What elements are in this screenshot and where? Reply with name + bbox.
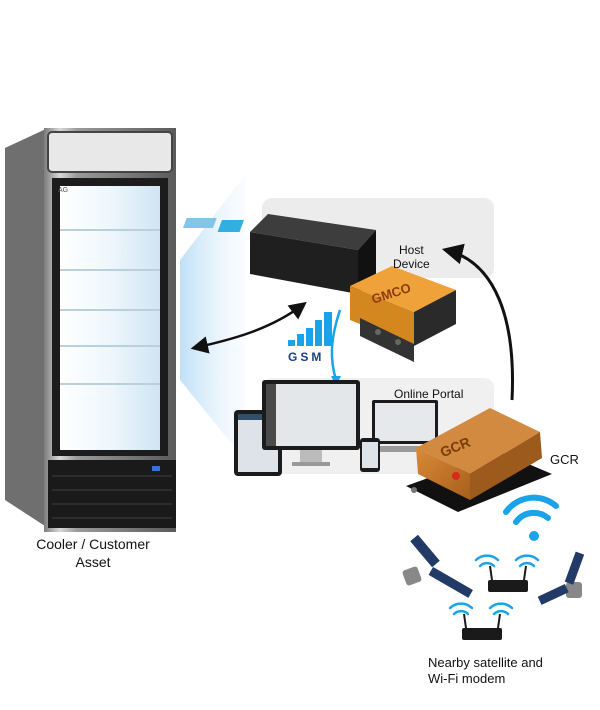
online-portal-label: Online Portal [394, 387, 464, 401]
gmco-module [350, 266, 456, 362]
cooler-host-link-arrow [190, 301, 307, 354]
cooler-label-line2: Asset [75, 554, 111, 570]
gcr-to-host-arrow [441, 243, 514, 401]
satellite-left-icon [402, 534, 473, 598]
cooler-label: Cooler / Customer Asset [18, 535, 168, 571]
host-device-unit [183, 214, 376, 294]
portal-phone [360, 438, 380, 472]
host-device-label-line1: Host [399, 243, 424, 257]
cooler-asset [5, 128, 176, 532]
wifi-icon [503, 494, 559, 541]
gsm-text: GSM [288, 350, 324, 364]
gcr-label: GCR [550, 452, 579, 467]
gsm-to-portal-arrow [330, 309, 342, 381]
cooler-badge: AG [58, 187, 68, 194]
nearby-label-line1: Nearby satellite and [428, 655, 543, 670]
host-device-label: Host Device [393, 243, 430, 271]
satellite-right-icon [537, 551, 585, 605]
nearby-label: Nearby satellite and Wi-Fi modem [428, 655, 543, 687]
host-device-label-line2: Device [393, 257, 430, 271]
gsm-signal-icon [288, 312, 332, 346]
cooler-label-line1: Cooler / Customer [36, 536, 150, 552]
gcr-unit [406, 408, 552, 512]
nearby-label-line2: Wi-Fi modem [428, 671, 506, 686]
modem-top-icon [488, 565, 528, 592]
modem-bottom-icon [462, 613, 502, 640]
modem-wifi-signals [448, 554, 540, 616]
portal-desktop [262, 380, 360, 466]
